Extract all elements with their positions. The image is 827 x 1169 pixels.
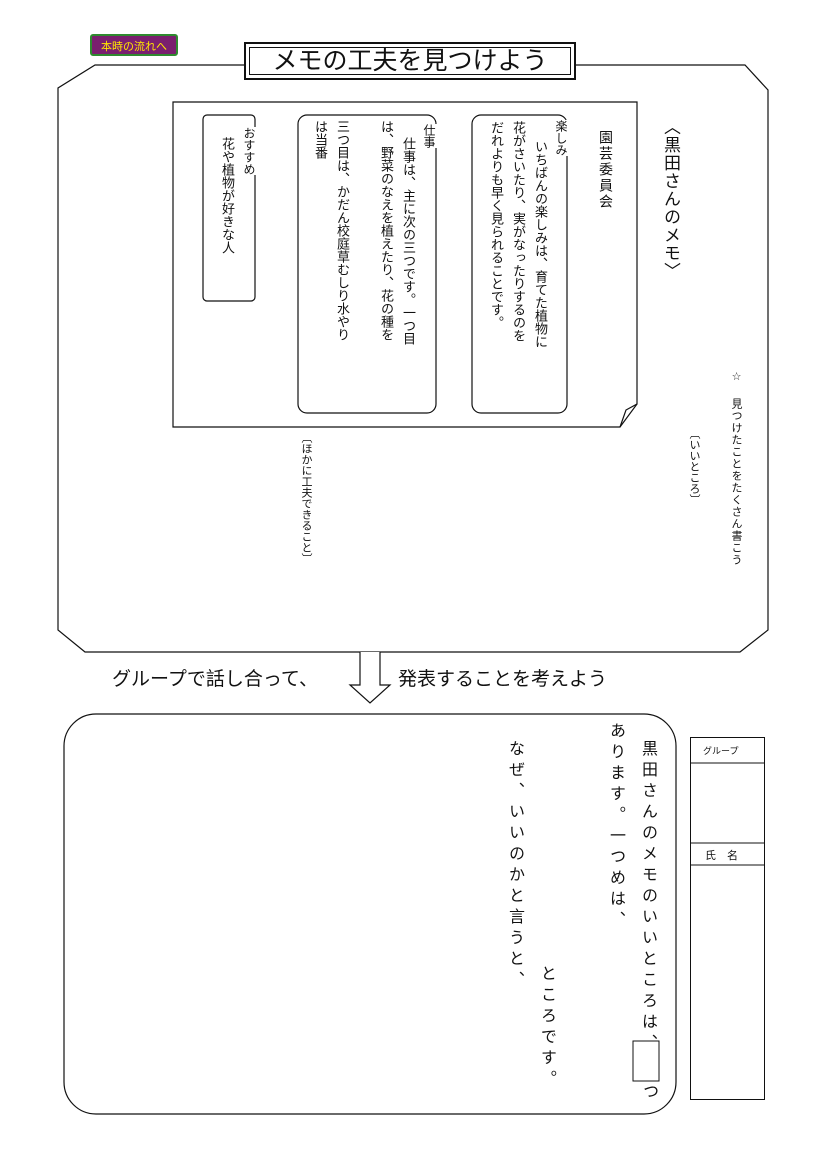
top-frame [57,64,769,653]
group-name-box [690,737,765,1100]
worksheet-line-2: あります。一つめは、 [607,722,626,932]
shigoto-line-1: 仕事は、主に次の三つです。一つ目 [400,137,415,345]
shigoto-line-3: 三つ目は、かだん校庭草むしり水やり [334,120,349,341]
name-label: 氏 名 [705,849,738,862]
transition-left-text: グループで話し合って、 [112,668,318,690]
improvements-prompt: 〔ほかに工夫できること〕 [300,432,313,564]
worksheet-line-4: なぜ、いいのかと言うと、 [506,740,525,992]
worksheet-line-1-end: つ [640,1083,659,1099]
worksheet-frame [63,713,677,1115]
count-input-box [632,1040,660,1082]
good-points-prompt: 〔いいところ〕 [688,428,701,505]
page-title-text: メモの工夫を見つけよう [272,46,548,75]
star-instruction: ☆ 見つけたことをたくさん書こう [730,370,743,566]
osusume-label: おすすめ [240,127,259,175]
shigoto-line-2: は、野菜のなえを植えたり、花の種を [378,120,393,341]
transition-right-text: 発表することを考えよう [398,668,608,690]
bubble-tanoshimi [471,114,568,414]
memo-paper [172,101,638,428]
tanoshimi-line-3: だれよりも早く見られることです。 [488,121,503,329]
tanoshimi-label: 楽しみ [552,120,571,156]
shigoto-label: 仕事 [420,124,439,148]
memo-heading: 園芸委員会 [597,130,613,210]
page-title: メモの工夫を見つけよう [244,42,576,80]
bubble-shigoto [297,114,437,414]
worksheet-line-3: ところです。 [538,965,557,1091]
memo-paper-curl [619,403,638,428]
shigoto-line-4: は当番 [312,120,327,159]
group-label: グループ [703,747,739,757]
worksheet-line-1: 黒田さんのメモのいいところは、 [639,740,658,1055]
name-input-area[interactable] [690,866,765,1099]
down-arrow [348,652,392,704]
back-to-lesson-flow-button[interactable]: 本時の流れへ [90,34,178,56]
bubble-osusume [202,114,256,302]
group-input-area[interactable] [690,764,765,842]
tanoshimi-line-2: 花がさいたり、実がなったりするのを [510,121,525,342]
memo-caption: 〈黒田さんのメモ〉 [660,118,680,280]
tanoshimi-line-1: いちばんの楽しみは、育てた植物に [532,140,547,348]
osusume-line-1: 花や植物が好きな人 [219,137,234,254]
